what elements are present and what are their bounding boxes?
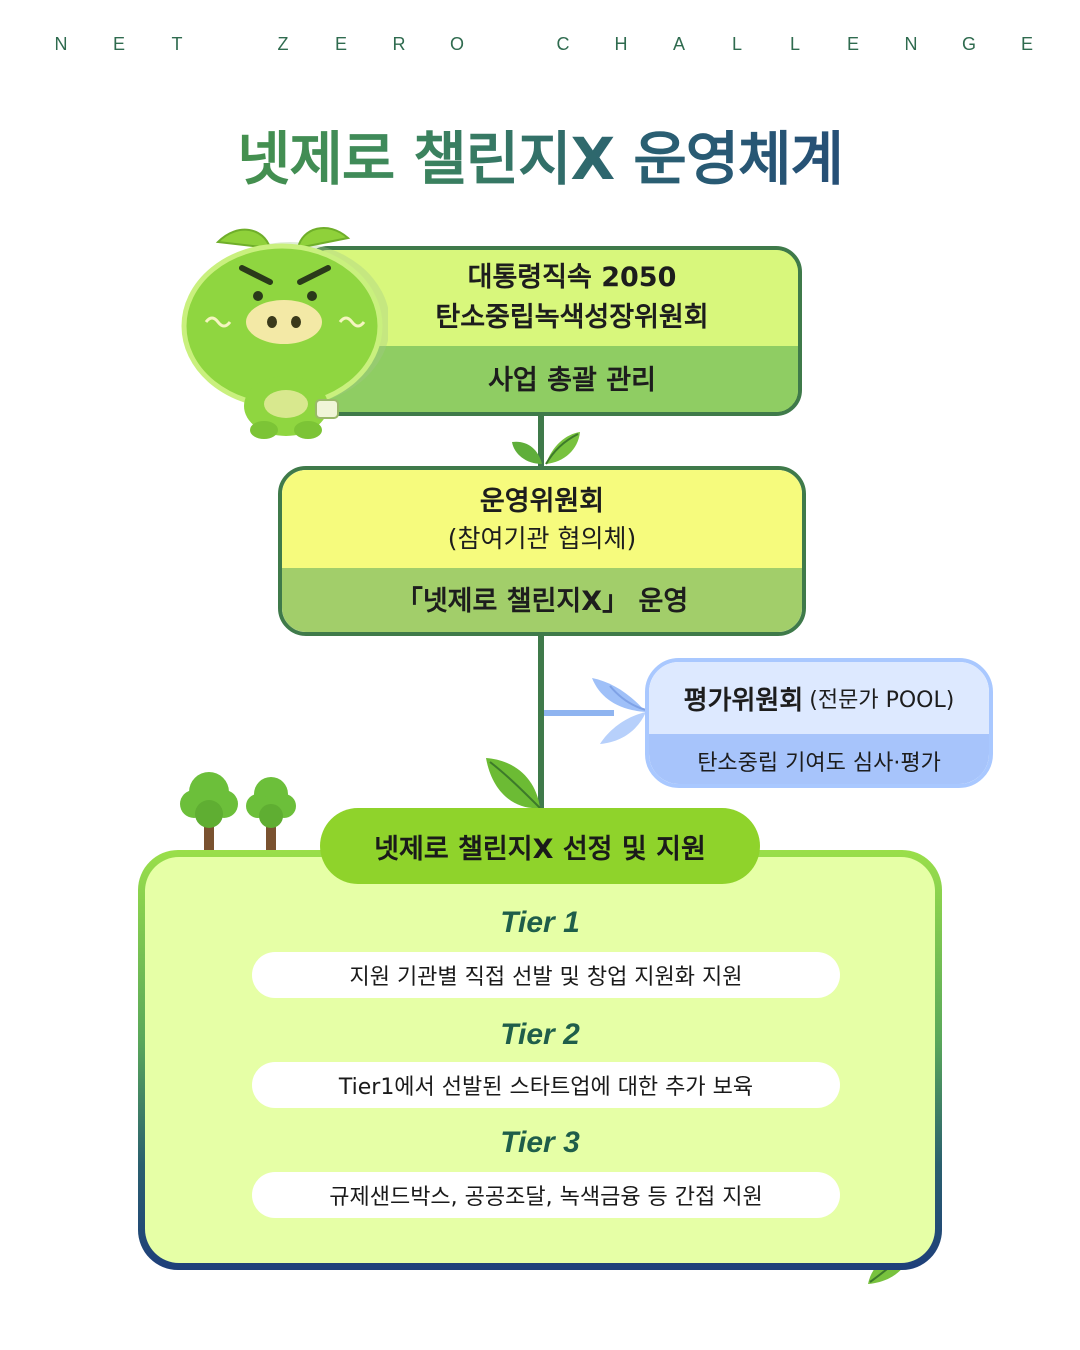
tagline-letter: H: [614, 34, 628, 54]
tree-icon: [180, 772, 296, 850]
tier-3-label: Tier 3: [500, 1126, 580, 1159]
tagline-letter: N: [54, 34, 68, 54]
leaf-icon: [512, 432, 580, 465]
committee-line2: 탄소중립녹색성장위원회: [435, 302, 709, 333]
tagline-letter: L: [789, 34, 800, 54]
blue-leaf-icon: [592, 678, 647, 744]
tagline-letter: L: [731, 34, 742, 54]
tagline: N E T Z E R O C H A L L E N G E: [0, 34, 1080, 58]
evaluation-name: 평가위원회: [683, 685, 804, 716]
tagline-letter: O: [449, 34, 464, 54]
evaluation-detail: (전문가 POOL): [809, 688, 955, 713]
tier-3-description: 규제샌드박스, 공공조달, 녹색금융 등 간접 지원: [252, 1172, 840, 1218]
operating-committee-box: 운영위원회 (참여기관 협의체) 「넷제로 챌린지X」 운영: [278, 466, 806, 636]
tagline-letter: E: [112, 34, 125, 54]
tagline-letter: T: [171, 34, 183, 54]
tagline-letter: N: [904, 34, 918, 54]
evaluation-header: 평가위원회 (전문가 POOL): [649, 662, 989, 734]
committee-header: 대통령직속 2050 탄소중립녹색성장위원회: [306, 250, 798, 346]
committee-line1: 대통령직속 2050: [467, 262, 677, 293]
tagline-letter: E: [846, 34, 859, 54]
selection-title-pill: 넷제로 챌린지X 선정 및 지원: [320, 808, 760, 884]
evaluation-role-text: 탄소중립 기여도 심사·평가: [697, 751, 941, 776]
operating-detail: (참여기관 협의체): [447, 524, 637, 553]
operating-role: 「넷제로 챌린지X」 운영: [282, 568, 802, 632]
operating-name: 운영위원회: [479, 486, 605, 517]
tagline-letter: E: [1020, 34, 1033, 54]
carbon-neutral-committee-box: 대통령직속 2050 탄소중립녹색성장위원회 사업 총괄 관리: [302, 246, 802, 416]
connector-line: [538, 634, 544, 810]
connector-line: [538, 414, 544, 468]
connector-branch: [544, 710, 614, 716]
operating-header: 운영위원회 (참여기관 협의체): [282, 470, 802, 568]
tagline-letter: Z: [277, 34, 289, 54]
tier-2-label: Tier 2: [500, 1018, 580, 1051]
tier-1-label: Tier 1: [500, 906, 580, 939]
page-title: 넷제로 챌린지X 운영체계: [0, 112, 1080, 196]
evaluation-committee-box: 평가위원회 (전문가 POOL) 탄소중립 기여도 심사·평가: [645, 658, 993, 788]
committee-role-text: 사업 총괄 관리: [488, 365, 656, 396]
tagline-letter: C: [556, 34, 570, 54]
tier-2-description: Tier1에서 선발된 스타트업에 대한 추가 보육: [252, 1062, 840, 1108]
evaluation-role: 탄소중립 기여도 심사·평가: [649, 734, 989, 784]
operating-role-text: 「넷제로 챌린지X」 운영: [395, 586, 689, 617]
tagline-letter: E: [334, 34, 347, 54]
mascot-character-icon: [181, 227, 388, 439]
committee-role: 사업 총괄 관리: [306, 346, 798, 412]
tier-1-description: 지원 기관별 직접 선발 및 창업 지원화 지원: [252, 952, 840, 998]
tagline-letter: A: [672, 34, 685, 54]
tagline-letter: G: [961, 34, 976, 54]
leaf-icon: [486, 758, 541, 809]
tagline-letter: R: [392, 34, 406, 54]
